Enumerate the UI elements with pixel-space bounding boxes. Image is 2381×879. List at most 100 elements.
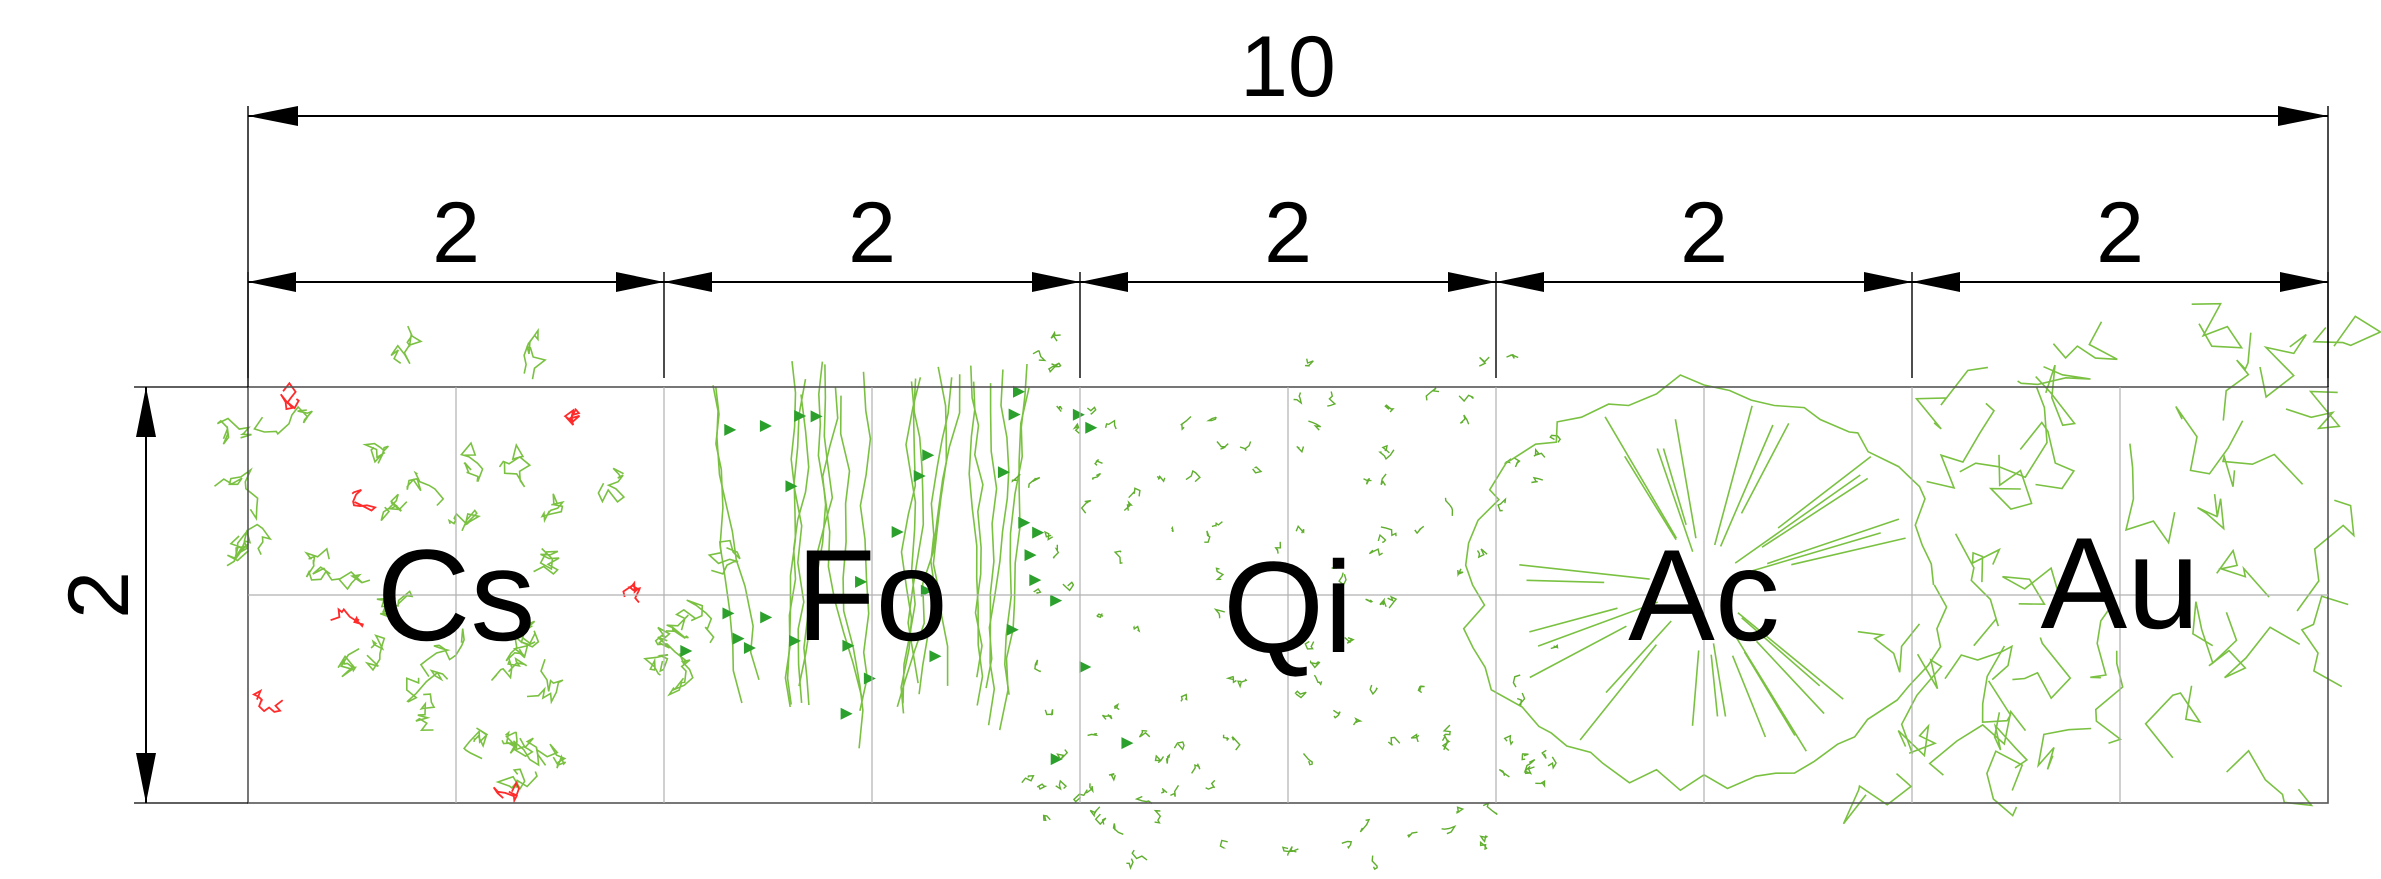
shrub-scribble bbox=[380, 596, 399, 625]
shrub-scribble bbox=[406, 669, 449, 703]
shrub-scribble bbox=[463, 727, 489, 760]
canopy-hatch bbox=[1531, 476, 1544, 484]
canopy-hatch bbox=[1506, 353, 1519, 359]
canopy-hatch bbox=[1457, 568, 1464, 578]
canopy-ray bbox=[1712, 643, 1727, 717]
jagged-foliage bbox=[2144, 685, 2202, 759]
canopy-hatch bbox=[1482, 801, 1498, 816]
jagged-foliage bbox=[2221, 453, 2304, 487]
canopy-hatch bbox=[1442, 724, 1451, 737]
shrub-scribble bbox=[406, 470, 445, 507]
triangle-marker bbox=[1050, 594, 1063, 607]
canopy-ray bbox=[1519, 564, 1650, 580]
canopy-ray bbox=[1674, 419, 1697, 539]
canopy-hatch bbox=[1086, 406, 1097, 415]
shrub-scribble bbox=[597, 467, 626, 504]
canopy-hatch bbox=[1550, 643, 1559, 650]
canopy-ray bbox=[1734, 474, 1861, 564]
triangle-marker bbox=[794, 409, 807, 422]
canopy-hatch bbox=[1028, 476, 1041, 488]
canopy-hatch bbox=[1191, 763, 1201, 774]
triangle-marker bbox=[922, 449, 935, 462]
segment-arrow-left bbox=[248, 272, 296, 292]
dimension-lines: 10 2 bbox=[51, 19, 2329, 804]
jagged-foliage bbox=[1971, 547, 2001, 583]
segment-width-label: 2 bbox=[2096, 185, 2144, 281]
canopy-hatch bbox=[1104, 419, 1117, 430]
canopy-hatch bbox=[1281, 846, 1299, 852]
canopy-hatch bbox=[1341, 840, 1353, 849]
shrub-scribble bbox=[526, 659, 564, 705]
canopy-hatch bbox=[1352, 717, 1363, 726]
triangle-marker bbox=[1032, 526, 1045, 539]
branch-line bbox=[900, 378, 917, 714]
canopy-hatch bbox=[1101, 713, 1113, 720]
canopy-hatch bbox=[1094, 813, 1107, 826]
jagged-foliage bbox=[1928, 709, 2027, 776]
canopy-hatch bbox=[1410, 733, 1420, 743]
segment-arrow-left bbox=[1496, 272, 1544, 292]
jagged-foliage bbox=[1988, 454, 2033, 510]
canopy-hatch bbox=[1048, 362, 1060, 374]
canopy-hatch bbox=[1153, 809, 1162, 824]
canopy-hatch bbox=[1387, 736, 1401, 746]
canopy-hatch bbox=[1089, 806, 1101, 818]
branch-line bbox=[987, 383, 998, 726]
segment-arrow-right bbox=[1448, 272, 1496, 292]
triangle-marker bbox=[997, 466, 1010, 479]
shrub-scribble bbox=[540, 493, 565, 524]
jagged-foliage bbox=[2216, 548, 2270, 598]
jagged-foliage bbox=[2012, 637, 2072, 700]
canopy-hatch bbox=[1165, 753, 1171, 764]
jagged-foliage bbox=[1981, 645, 2012, 724]
shrub-scribble bbox=[415, 693, 436, 732]
canopy-ray bbox=[1755, 640, 1825, 715]
canopy-hatch bbox=[1371, 855, 1378, 871]
shrub-scribble bbox=[512, 737, 540, 767]
canopy-hatch bbox=[1417, 685, 1425, 694]
canopy-hatch bbox=[1225, 675, 1237, 684]
shrub-scribble bbox=[364, 634, 386, 672]
branch-line bbox=[1003, 363, 1028, 695]
canopy-hatch bbox=[1377, 533, 1387, 543]
shrub-scribble bbox=[512, 626, 540, 658]
canopy-hatch bbox=[1173, 741, 1185, 751]
segment-arrow-left bbox=[1912, 272, 1960, 292]
canopy-hatch bbox=[1170, 525, 1174, 532]
canopy-hatch bbox=[1380, 473, 1387, 486]
jagged-foliage bbox=[2017, 365, 2091, 386]
shrub-scribble bbox=[214, 467, 259, 522]
canopy-ray bbox=[1662, 448, 1687, 526]
canopy-hatch bbox=[1206, 416, 1217, 422]
triangle-marker bbox=[1072, 408, 1085, 421]
canopy-hatch bbox=[1512, 674, 1521, 688]
canopy-hatch bbox=[1044, 709, 1054, 716]
canopy-hatch bbox=[1170, 785, 1180, 797]
jagged-foliage bbox=[1944, 644, 2014, 681]
canopy-ray bbox=[1777, 455, 1872, 529]
triangle-marker bbox=[732, 632, 745, 645]
total-width-label: 10 bbox=[1240, 19, 1336, 115]
jagged-foliage bbox=[2208, 626, 2301, 679]
canopy-hatch bbox=[1380, 526, 1397, 537]
canopy-hatch bbox=[1533, 447, 1546, 458]
canopy-ray bbox=[1579, 644, 1658, 741]
canopy-hatch bbox=[1056, 405, 1063, 413]
branch-line bbox=[902, 377, 922, 704]
highlight-scribble bbox=[622, 580, 642, 604]
canopy-hatch bbox=[1308, 420, 1322, 431]
canopy-hatch bbox=[1310, 659, 1321, 669]
canopy-hatch bbox=[1123, 500, 1133, 512]
segment-width-label: 2 bbox=[432, 185, 480, 281]
canopy-ray bbox=[1529, 625, 1627, 679]
shrub-scribble bbox=[707, 539, 741, 575]
triangle-marker bbox=[1029, 574, 1042, 587]
segment-width-label: 2 bbox=[1264, 185, 1312, 281]
canopy-hatch bbox=[1363, 477, 1372, 485]
jagged-foliage bbox=[2124, 443, 2176, 545]
branch-line bbox=[998, 387, 1030, 731]
canopy-outline bbox=[1462, 374, 1948, 792]
canopy-hatch bbox=[1414, 525, 1425, 535]
shrub-scribble bbox=[337, 648, 360, 678]
shrub-scribble bbox=[505, 620, 536, 662]
